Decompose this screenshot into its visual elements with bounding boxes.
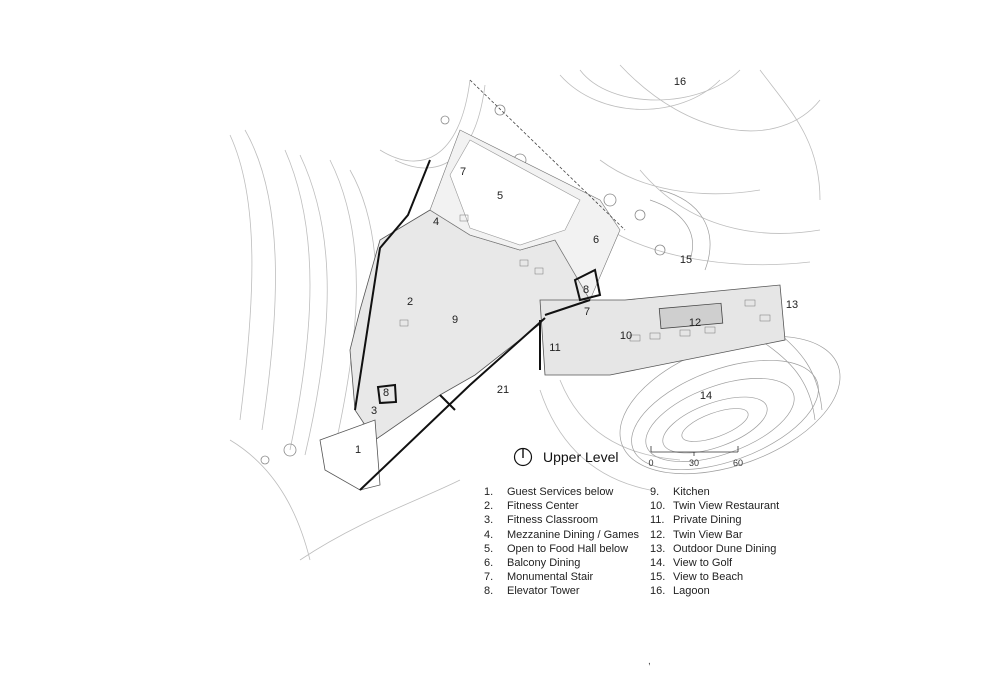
legend-item: 2. Fitness Center xyxy=(484,499,639,513)
exterior-walls xyxy=(354,159,602,491)
map-label-11: 11 xyxy=(549,342,560,354)
terrace-dashed xyxy=(469,79,626,231)
map-label-14: 14 xyxy=(700,390,712,402)
legend-text: Kitchen xyxy=(673,486,710,498)
legend-num: 10. xyxy=(650,500,666,513)
legend-item: 1. Guest Services below xyxy=(484,485,639,499)
legend-item: 14. View to Golf xyxy=(650,556,779,570)
stray-mark: , xyxy=(648,656,651,667)
legend-text: Lagoon xyxy=(673,585,710,598)
legend-left: 1.Guest Services below 2.Fitness Center … xyxy=(484,485,639,599)
legend-num: 2. xyxy=(484,500,494,513)
map-label-10: 10 xyxy=(620,330,632,342)
legend-item: 11. Private Dining xyxy=(650,513,779,527)
legend-text: Outdoor Dune Dining xyxy=(673,542,777,555)
legend-text: Open to Food Hall below xyxy=(507,542,629,555)
legend-item: 15. View to Beach xyxy=(650,570,779,584)
map-label-21: 21 xyxy=(497,384,509,396)
legend-text: Monumental Stair xyxy=(507,571,594,584)
legend-text: Fitness Center xyxy=(507,500,579,513)
map-label-12: 12 xyxy=(689,317,701,329)
legend-num: 3. xyxy=(484,514,494,527)
legend-text: View to Beach xyxy=(673,571,744,584)
north-arrow-icon xyxy=(513,447,533,467)
map-label-1: 1 xyxy=(355,444,361,456)
legend-text: Twin View Bar xyxy=(673,528,743,541)
legend-num: 7. xyxy=(484,571,494,584)
map-label-7-east: 7 xyxy=(584,306,590,318)
building-footprint xyxy=(319,79,786,491)
map-label-9: 9 xyxy=(452,314,458,326)
legend-text: Mezzanine Dining / Games xyxy=(507,528,640,541)
legend-num: 4. xyxy=(484,528,494,541)
legend-text: Fitness Classroom xyxy=(507,514,599,527)
legend-num: 16. xyxy=(650,585,666,598)
legend-text: View to Golf xyxy=(673,557,733,570)
map-labels: 1 2 3 4 5 6 7 7 8 8 9 10 11 12 13 14 15 … xyxy=(355,76,798,456)
legend-right: 9. Kitchen 10. Twin View Restaurant 11. Pri… xyxy=(650,485,779,599)
legend-item: 6. Balcony Dining xyxy=(484,556,639,570)
map-label-2: 2 xyxy=(407,296,413,308)
legend-text: Twin View Restaurant xyxy=(673,500,780,513)
legend-num: 1. xyxy=(484,486,494,498)
legend-item: 5. Open to Food Hall below xyxy=(484,542,639,556)
map-label-16: 16 xyxy=(674,76,686,88)
legend-num: 8. xyxy=(484,585,494,598)
legend-num: 11. xyxy=(650,514,665,527)
legend-text: Private Dining xyxy=(673,514,742,527)
legend-item: 3. Fitness Classroom xyxy=(484,513,639,527)
bar-counter xyxy=(658,302,724,330)
legend-item: 7. Monumental Stair xyxy=(484,570,639,584)
map-label-8-east: 8 xyxy=(583,284,589,296)
legend-item: 12. Twin View Bar xyxy=(650,528,779,542)
legend-num: 9. xyxy=(650,486,660,498)
legend-num: 12. xyxy=(650,528,666,541)
legend-num: 6. xyxy=(484,557,494,570)
scale-bar xyxy=(650,446,739,456)
legend-text: Elevator Tower xyxy=(507,585,580,598)
trees xyxy=(260,104,666,465)
map-label-13: 13 xyxy=(786,299,798,311)
legend-num: 15. xyxy=(650,571,666,584)
legend-num: 14. xyxy=(650,557,666,570)
east-wing-floor xyxy=(539,284,786,376)
legend-item: 16. Lagoon xyxy=(650,584,779,598)
legend-item: 8. Elevator Tower xyxy=(484,584,639,598)
plan-title: Upper Level xyxy=(543,449,619,465)
map-label-7-north: 7 xyxy=(460,166,466,178)
legend-item: 13. Outdoor Dune Dining xyxy=(650,542,779,556)
map-label-5: 5 xyxy=(497,190,503,202)
scale-tick-30: 30 xyxy=(689,458,699,468)
map-label-4: 4 xyxy=(433,216,439,228)
scale-tick-60: 60 xyxy=(733,458,743,468)
furniture xyxy=(399,214,771,342)
open-to-below-area xyxy=(449,139,581,246)
legend-item: 9. Kitchen xyxy=(650,485,779,499)
legend-num: 5. xyxy=(484,542,494,555)
map-label-15: 15 xyxy=(680,254,692,266)
scale-tick-0: 0 xyxy=(648,458,653,468)
map-label-3: 3 xyxy=(371,405,377,417)
legend-item: 10. Twin View Restaurant xyxy=(650,499,779,513)
legend-num: 13. xyxy=(650,542,666,555)
legend-text: Guest Services below xyxy=(507,486,614,498)
legend-item: 4. Mezzanine Dining / Games xyxy=(484,528,639,542)
guest-services-wedge xyxy=(319,419,381,491)
map-label-6: 6 xyxy=(593,234,599,246)
legend-text: Balcony Dining xyxy=(507,557,581,570)
map-label-8-west: 8 xyxy=(383,387,389,399)
